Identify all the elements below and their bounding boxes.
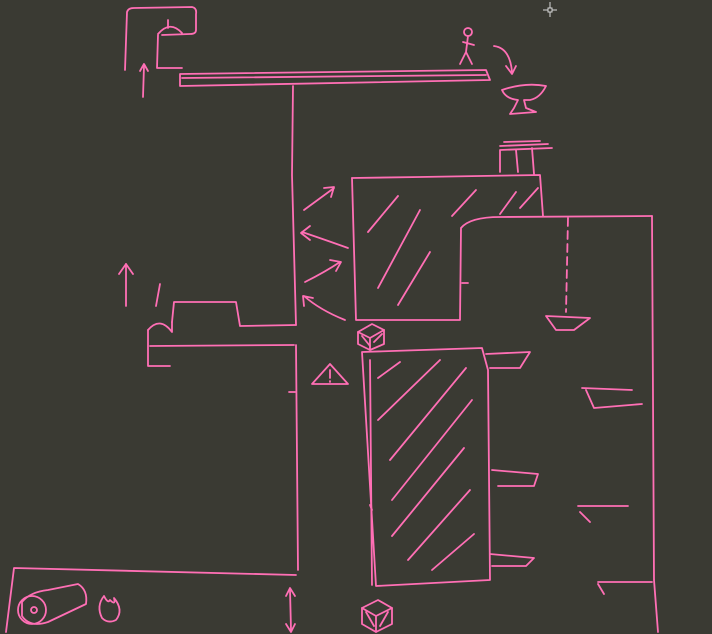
top-platform bbox=[180, 70, 490, 86]
central-wall-lower bbox=[296, 345, 298, 570]
warning-triangle-icon bbox=[312, 364, 348, 384]
crate-icon bbox=[358, 324, 384, 350]
crosshair-cursor bbox=[543, 2, 557, 17]
double-arrow-icon bbox=[286, 588, 295, 632]
up-arrow-icon bbox=[140, 64, 148, 97]
central-wall bbox=[292, 86, 296, 325]
block-ledges bbox=[486, 352, 538, 566]
cannon-icon bbox=[18, 584, 86, 624]
crane-hook-icon bbox=[125, 7, 196, 70]
left-platform bbox=[148, 284, 296, 366]
hanging-weight bbox=[546, 316, 590, 330]
stick-figure-icon bbox=[460, 28, 474, 64]
press-structure bbox=[500, 141, 552, 174]
curved-arrow-icon bbox=[494, 46, 516, 74]
crate-icon bbox=[362, 600, 392, 632]
lower-hatched-block bbox=[362, 348, 490, 586]
bottom-floor bbox=[6, 568, 296, 632]
up-arrow-icon bbox=[119, 264, 133, 306]
dashed-rope bbox=[566, 218, 568, 312]
upper-hatched-block bbox=[352, 175, 652, 320]
wind-arrows bbox=[301, 187, 348, 320]
anvil-icon bbox=[502, 85, 546, 114]
right-room-wall bbox=[652, 216, 658, 632]
right-ledges bbox=[578, 388, 652, 594]
flame-icon bbox=[99, 596, 119, 622]
